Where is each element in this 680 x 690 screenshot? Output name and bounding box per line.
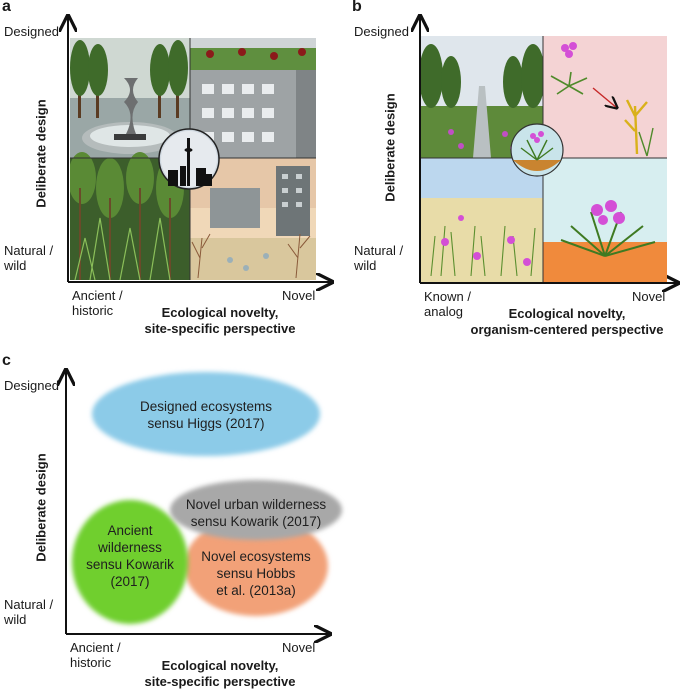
panel-c-x-left-line2: historic [70,655,112,670]
novel-ecosystems-line1: Novel ecosystems [201,549,311,564]
panel-b-x-right-label: Novel [632,289,666,304]
panel-c-y-top-label: Designed [4,378,59,393]
panel-c-x-left-line1: Ancient / [70,640,121,655]
novel-ecosystems-line2: sensu Hobbs [216,566,296,581]
ancient-wilderness-line3: sensu Kowarik [86,557,174,572]
panel-b-y-top-label: Designed [354,24,409,39]
designed-ecosystems-line1: Designed ecosystems [139,399,273,414]
panel-c-x-title-line2: site-specific perspective [144,674,296,689]
panel-b-x-left-line2: analog [424,304,464,319]
ancient-wilderness-blob [72,500,188,624]
panel-a-x-title: Ecological novelty, site-specific perspe… [110,305,330,337]
panel-a-x-right-label: Novel [282,288,316,303]
panel-b-x-title: Ecological novelty, organism-centered pe… [454,306,680,338]
novel-urban-wilderness-label: Novel urban wilderness sensu Kowarik (20… [176,496,336,530]
novel-ecosystems-label: Novel ecosystems sensu Hobbs et al. (201… [196,548,316,599]
panel-b-x-title-line1: Ecological novelty, [508,306,626,321]
panel-a-x-left-line1: Ancient / [72,288,123,303]
panel-a-y-top-label: Designed [4,24,59,39]
panel-a-y-bottom-label: Natural / wild [4,243,53,273]
novel-urban-wilderness-line1: Novel urban wilderness [185,497,327,512]
panel-b-x-title-line2: organism-centered perspective [470,322,664,337]
panel-c-letter: c [2,352,11,369]
ancient-wilderness-label: Ancient wilderness sensu Kowarik (2017) [80,522,180,590]
panel-b-y-bottom-line2: wild [354,258,377,273]
ancient-wilderness-line2: wilderness [98,540,162,555]
panel-b-y-bottom-line1: Natural / [354,243,404,258]
panel-b-x-left-label: Known / analog [424,289,471,319]
panel-a-letter: a [2,0,11,15]
panel-a-illustration [70,38,316,280]
panel-c-y-bottom-label: Natural / wild [4,597,53,627]
panel-c-y-bottom-line2: wild [4,612,27,627]
panel-c-x-title: Ecological novelty, site-specific perspe… [110,658,330,690]
novel-urban-wilderness-blob [170,480,342,540]
panel-a-x-title-line2: site-specific perspective [144,321,296,336]
panel-c-x-left-label: Ancient / historic [70,640,121,670]
ancient-wilderness-line1: Ancient [107,523,153,538]
designed-ecosystems-label: Designed ecosystems sensu Higgs (2017) [126,398,286,432]
designed-ecosystems-line2: sensu Higgs (2017) [147,416,265,431]
panel-a-y-bottom-line2: wild [4,258,27,273]
panel-b-x-left-line1: Known / [424,289,471,304]
panel-b-illustration [421,36,667,282]
panel-a-x-left-line2: historic [72,303,114,318]
panel-a-x-left-label: Ancient / historic [72,288,123,318]
designed-ecosystems-blob [92,372,320,456]
novel-ecosystems-line3: et al. (2013a) [216,583,296,598]
panel-a-y-bottom-line1: Natural / [4,243,54,258]
novel-ecosystems-blob [184,516,328,616]
ancient-wilderness-line4: (2017) [110,574,150,589]
novel-urban-wilderness-line2: sensu Kowarik (2017) [190,514,322,529]
panel-c-y-bottom-line1: Natural / [4,597,54,612]
panel-c-x-right-label: Novel [282,640,316,655]
panel-a-x-title-line1: Ecological novelty, [161,305,279,320]
panel-b-letter: b [352,0,362,15]
panel-c-x-title-line1: Ecological novelty, [161,658,279,673]
panel-b-y-bottom-label: Natural / wild [354,243,403,273]
